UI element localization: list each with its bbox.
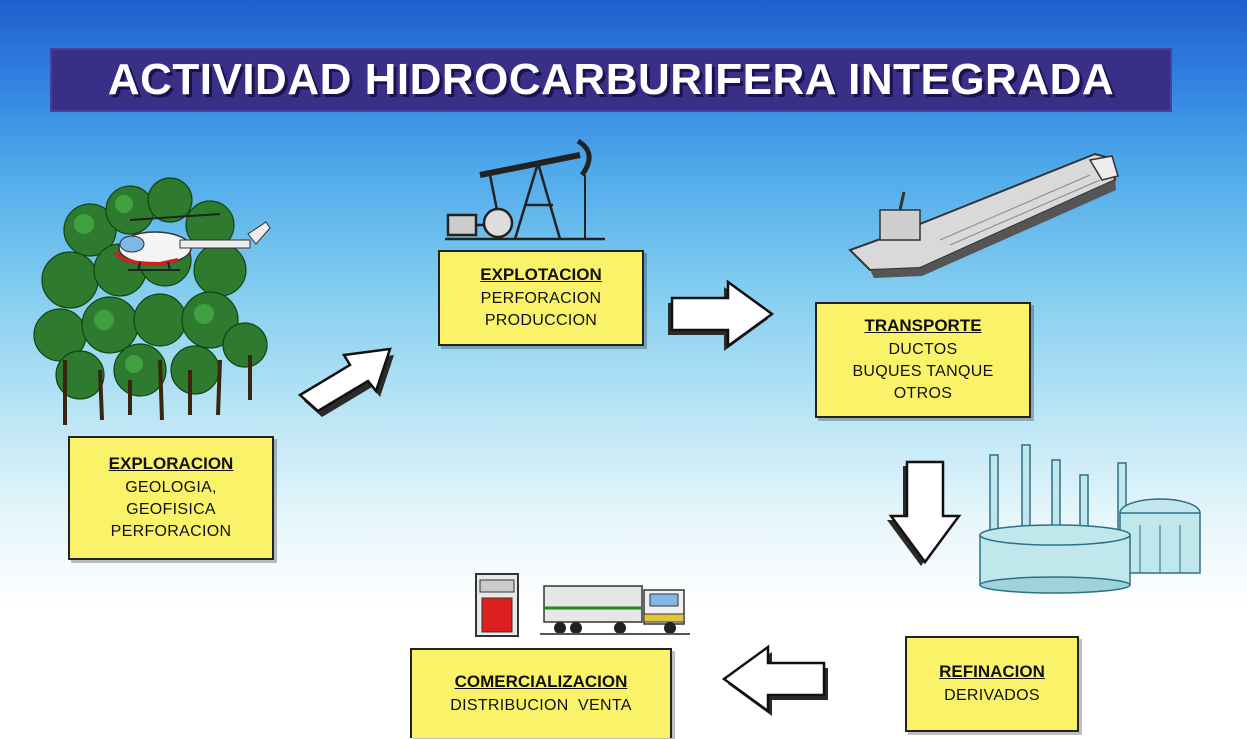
stage-box-exploracion: EXPLORACION GEOLOGIA, GEOFISICA PERFORAC… (68, 436, 274, 560)
fuel-pump-icon (475, 573, 519, 637)
page-title: ACTIVIDAD HIDROCARBURIFERA INTEGRADA (107, 55, 1115, 104)
pumpjack-icon (445, 138, 605, 241)
arrow-explotacion-to-transporte (668, 279, 775, 351)
stage-box-comercializacion: COMERCIALIZACION DISTRIBUCION VENTA (410, 648, 672, 738)
stage-heading: COMERCIALIZACION (454, 672, 628, 691)
refinery-icon (979, 444, 1201, 594)
stage-box-refinacion: REFINACION DERIVADOS (905, 636, 1079, 732)
tanker-truck-icon (540, 585, 690, 635)
arrow-exploracion-to-explotacion (297, 347, 394, 417)
forest-helicopter-icon (33, 177, 271, 425)
tanker-ship-icon (848, 152, 1119, 278)
stage-line: BUQUES TANQUE (852, 363, 994, 380)
stage-line: PRODUCCION (484, 312, 598, 329)
stage-line: DERIVADOS (944, 687, 1040, 704)
stage-line: DISTRIBUCION VENTA (450, 697, 632, 714)
stage-line: PERFORACION (480, 290, 602, 307)
arrow-refinacion-to-comercializacion (721, 644, 828, 716)
stage-heading: EXPLORACION (108, 454, 234, 473)
stage-line: DUCTOS (888, 341, 958, 358)
stage-line: OTROS (893, 385, 953, 402)
stage-line: GEOLOGIA, (125, 479, 217, 496)
stage-line: PERFORACION (110, 523, 232, 540)
stage-heading: EXPLOTACION (480, 265, 602, 284)
stage-heading: REFINACION (939, 662, 1045, 681)
arrow-transporte-to-refinacion (887, 460, 962, 566)
title-banner: ACTIVIDAD HIDROCARBURIFERA INTEGRADA (50, 48, 1172, 112)
stage-heading: TRANSPORTE (864, 316, 982, 335)
stage-line: GEOFISICA (126, 501, 216, 518)
stage-box-explotacion: EXPLOTACION PERFORACION PRODUCCION (438, 250, 644, 346)
stage-box-transporte: TRANSPORTE DUCTOS BUQUES TANQUE OTROS (815, 302, 1031, 418)
